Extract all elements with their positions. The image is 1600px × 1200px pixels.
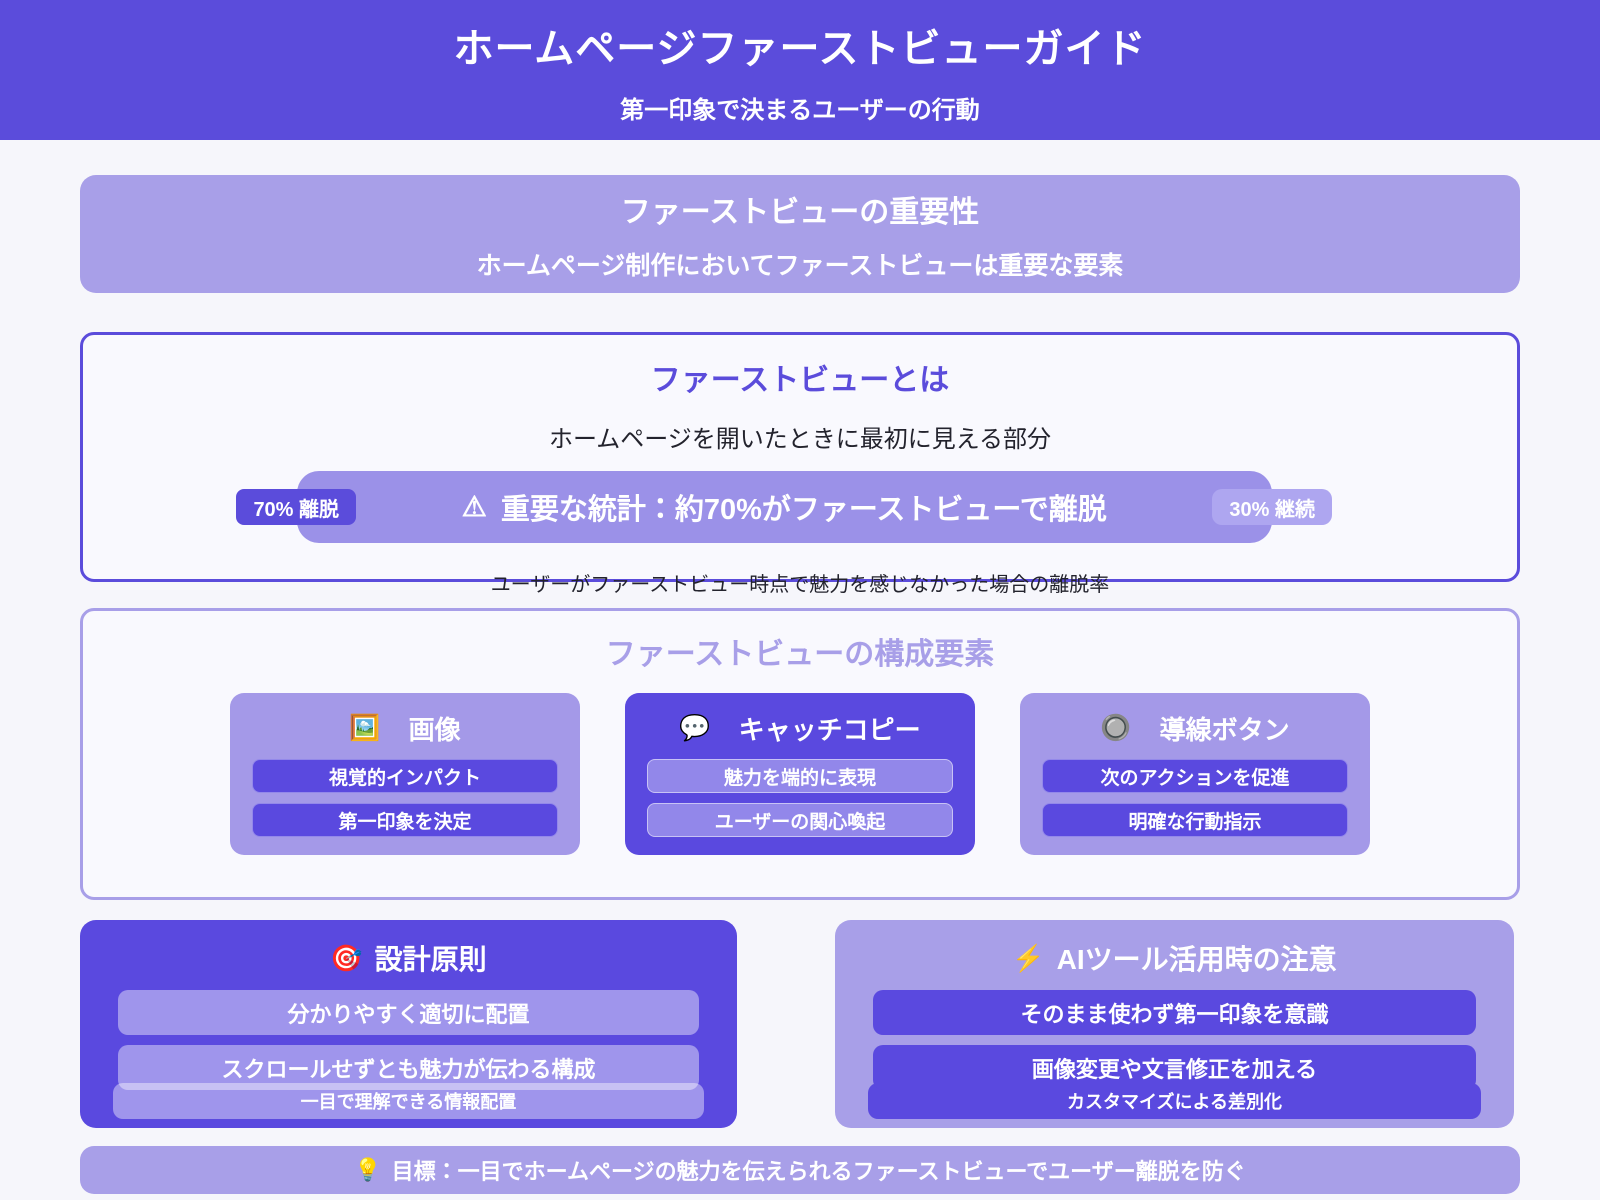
ai-caution-box: ⚡ AIツール活用時の注意 そのまま使わず第一印象を意識 画像変更や文言修正を加…	[835, 920, 1514, 1128]
components-title: ファーストビューの構成要素	[605, 638, 995, 671]
card-catchcopy-item-2: ユーザーの関心喚起	[647, 803, 953, 837]
card-cta-header: 🔘 導線ボタン	[1042, 707, 1348, 749]
components-panel: ファーストビューの構成要素 🖼️ 画像 視覚的インパクト 第一印象を決定 💬 キ…	[80, 608, 1520, 900]
card-cta-item-2: 明確な行動指示	[1042, 803, 1348, 837]
definition-description: ホームページを開いたときに最初に見える部分	[548, 426, 1052, 453]
card-cta-title: 導線ボタン	[1159, 714, 1290, 745]
continue-rate-badge: 30% 継続	[1212, 489, 1333, 525]
lightbulb-icon: 💡	[354, 1157, 382, 1182]
card-image-header: 🖼️ 画像	[252, 707, 558, 749]
card-image-item-2: 第一印象を決定	[252, 803, 558, 837]
image-icon: 🖼️	[349, 713, 381, 742]
main-content: ファーストビューの重要性 ホームページ制作においてファーストビューは重要な要素 …	[0, 175, 1600, 1194]
goal-text: 目標：一目でホームページの魅力を伝えられるファーストビューでユーザー離脱を防ぐ	[391, 1159, 1246, 1184]
ai-caution-item-1: そのまま使わず第一印象を意識	[873, 990, 1476, 1035]
stat-caption: ユーザーがファーストビュー時点で魅力を感じなかった場合の離脱率	[490, 574, 1110, 596]
stat-row: ⚠ 重要な統計：約70%がファーストビューで離脱 70% 離脱 30% 継続	[83, 471, 1517, 543]
card-image: 🖼️ 画像 視覚的インパクト 第一印象を決定	[230, 693, 580, 855]
radio-button-icon: 🔘	[1100, 713, 1132, 742]
design-principle-item-2: スクロールせずとも魅力が伝わる構成	[118, 1045, 699, 1090]
page-subtitle: 第一印象で決まるユーザーの行動	[620, 96, 980, 124]
card-catchcopy: 💬 キャッチコピー 魅力を端的に表現 ユーザーの関心喚起	[625, 693, 975, 855]
lightning-icon: ⚡	[1012, 943, 1045, 973]
card-catchcopy-item-1: 魅力を端的に表現	[647, 759, 953, 793]
importance-title: ファーストビューの重要性	[620, 195, 980, 229]
card-catchcopy-header: 💬 キャッチコピー	[647, 707, 953, 749]
bottom-row: 🎯 設計原則 分かりやすく適切に配置 スクロールせずとも魅力が伝わる構成 一目で…	[80, 920, 1520, 1128]
stat-label: 重要な統計：約70%がファーストビューで離脱	[500, 494, 1107, 526]
ai-caution-header: ⚡ AIツール活用時の注意	[873, 936, 1476, 980]
warning-icon: ⚠	[461, 491, 487, 522]
definition-title: ファーストビューとは	[650, 364, 950, 397]
design-principles-box: 🎯 設計原則 分かりやすく適切に配置 スクロールせずとも魅力が伝わる構成 一目で…	[80, 920, 737, 1128]
card-catchcopy-title: キャッチコピー	[738, 714, 921, 745]
ai-caution-item-2: 画像変更や文言修正を加える	[873, 1045, 1476, 1090]
components-cards: 🖼️ 画像 視覚的インパクト 第一印象を決定 💬 キャッチコピー 魅力を端的に表…	[83, 693, 1517, 855]
importance-subtitle: ホームページ制作においてファーストビューは重要な要素	[476, 251, 1124, 280]
target-icon: 🎯	[330, 943, 363, 973]
bounce-rate-badge: 70% 離脱	[236, 489, 357, 525]
design-principle-item-1: 分かりやすく適切に配置	[118, 990, 699, 1035]
design-principles-title: 設計原則	[374, 944, 487, 975]
definition-panel: ファーストビューとは ホームページを開いたときに最初に見える部分 ⚠ 重要な統計…	[80, 332, 1520, 596]
page-title: ホームページファーストビューガイド	[453, 26, 1147, 71]
design-principle-item-2-note: 一目で理解できる情報配置	[113, 1083, 704, 1119]
design-principles-header: 🎯 設計原則	[118, 936, 699, 980]
card-cta-button: 🔘 導線ボタン 次のアクションを促進 明確な行動指示	[1020, 693, 1370, 855]
importance-banner: ファーストビューの重要性 ホームページ制作においてファーストビューは重要な要素	[80, 175, 1520, 293]
goal-bar: 💡 目標：一目でホームページの魅力を伝えられるファーストビューでユーザー離脱を防…	[80, 1146, 1520, 1194]
speech-balloon-icon: 💬	[679, 713, 711, 742]
ai-caution-title: AIツール活用時の注意	[1056, 944, 1337, 975]
page-header: ホームページファーストビューガイド 第一印象で決まるユーザーの行動	[0, 0, 1600, 140]
card-image-title: 画像	[408, 714, 461, 745]
stat-bar: ⚠ 重要な統計：約70%がファーストビューで離脱	[296, 471, 1272, 543]
card-image-item-1: 視覚的インパクト	[252, 759, 558, 793]
card-cta-item-1: 次のアクションを促進	[1042, 759, 1348, 793]
